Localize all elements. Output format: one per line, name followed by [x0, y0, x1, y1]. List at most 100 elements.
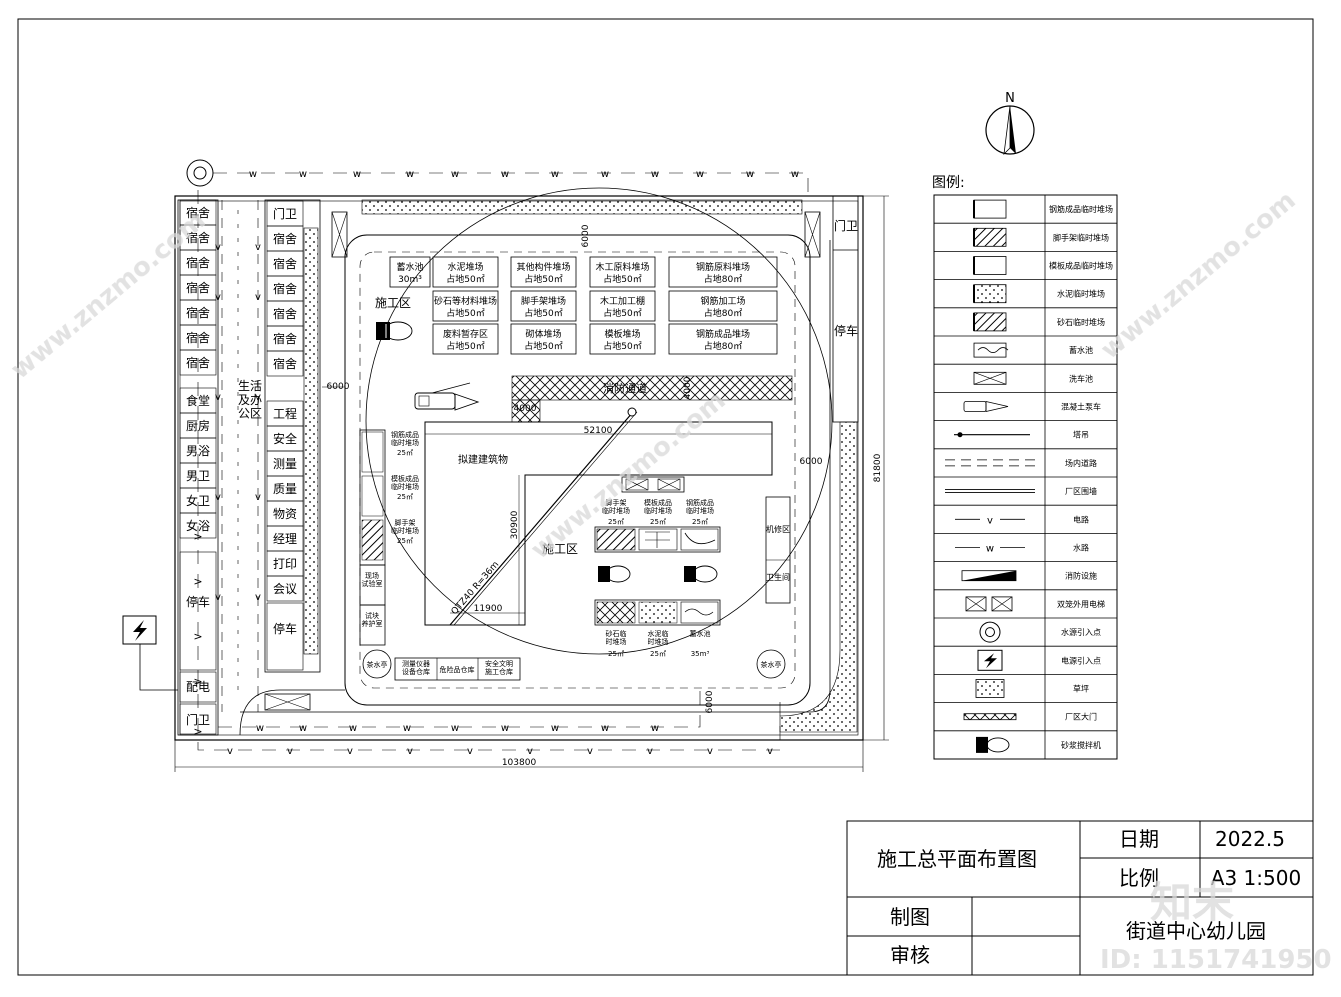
sample-curing-room: 试块养护室 — [362, 611, 383, 628]
bottom-warehouses: 测量仪器设备仓库危险品仓库安全文明施工仓库 — [394, 657, 521, 681]
dim-6000-bottom: 6000 — [705, 690, 715, 713]
top-yard-1-area: 30m³ — [398, 275, 422, 285]
legend-label-17: 电源引入点 — [1061, 655, 1101, 665]
cement-pile-icon — [638, 601, 678, 624]
power-line-mark-2: v — [287, 746, 293, 757]
power-line-mark-v-2-5: v — [255, 592, 261, 603]
date-label: 日期 — [1119, 827, 1159, 851]
checked-by-label: 审核 — [890, 943, 930, 967]
fire-lane — [511, 375, 793, 401]
bottom-yard-2-area: 25㎡ — [650, 650, 666, 658]
water-line-mark-7: w — [551, 169, 559, 180]
tower-crane-icon — [954, 432, 1030, 438]
water-line-mark-8: w — [601, 169, 609, 180]
power-line-mark-v-1-5: v — [215, 592, 221, 603]
service-room-6: 女浴 — [186, 518, 210, 533]
date-value: 2022.5 — [1215, 827, 1285, 851]
fire-lane-label: 消防通道 — [603, 381, 647, 395]
mortar-mixer-icon — [976, 736, 1010, 753]
legend-label-18: 草坪 — [1073, 684, 1089, 694]
right-parking: 停车 — [834, 323, 858, 338]
formwork-pile-icon — [638, 528, 678, 551]
arrow-mark-4: > — [193, 630, 202, 643]
dim-30900: 30900 — [510, 510, 520, 539]
water-line-mark-b-7: w — [551, 723, 559, 734]
watermark: 知末 ID: 1151741950 www.znzmo.com www.znzm… — [5, 185, 1331, 975]
water-line-mark-b-1: w — [256, 723, 264, 734]
power-line-mark-v-2-1: v — [255, 242, 261, 253]
cement-pile-icon — [973, 284, 1007, 304]
construction-zone-1: 施工区 — [375, 296, 411, 310]
top-yard-8-name: 木工加工棚 — [600, 295, 645, 307]
service-room-5: 女卫 — [186, 493, 210, 508]
left-yard-2-name: 模板成品临时堆场 — [391, 474, 419, 491]
legend-label-2: 脚手架临时堆场 — [1053, 232, 1109, 242]
power-inlet-icon — [122, 615, 178, 691]
legend-table: 钢筋成品临时堆场脚手架临时堆场模板成品临时堆场水泥临时堆场砂石临时堆场蓄水池洗车… — [933, 194, 1118, 760]
top-yard-9-area: 占地80㎡ — [704, 307, 742, 319]
double-cage-elevator-icon — [621, 476, 685, 493]
dim-4000-a: 4000 — [514, 404, 537, 414]
drawing-title: 施工总平面布置图 — [877, 847, 1037, 871]
office-room-4: 质量 — [273, 482, 297, 496]
site-boundary — [174, 195, 864, 741]
legend-label-19: 厂区大门 — [1065, 712, 1097, 722]
arrow-mark-2: > — [193, 675, 202, 688]
power-line-mark-4: v — [407, 746, 413, 757]
water-line-mark-11: w — [746, 169, 754, 180]
watermark-site-3: www.znzmo.com — [1095, 185, 1301, 365]
living-office-zone: 生活及办公区 — [238, 379, 262, 421]
power-line-mark-v-1-3: v — [215, 392, 221, 403]
top-yard-13-area: 占地80㎡ — [704, 340, 742, 352]
top-yard-8-area: 占地50㎡ — [603, 307, 641, 319]
top-yard-3-name: 其他构件堆场 — [516, 261, 570, 273]
mid-top-room-6: 宿舍 — [273, 331, 297, 346]
dim-52100: 52100 — [584, 426, 613, 436]
power-line-mark-v-1-1: v — [215, 242, 221, 253]
office-room-1: 工程 — [273, 406, 297, 421]
legend-label-6: 蓄水池 — [1069, 345, 1093, 355]
office-room-6: 经理 — [273, 532, 297, 546]
legend-label-16: 水源引入点 — [1061, 627, 1101, 637]
legend-label-8: 混凝土泵车 — [1061, 402, 1101, 412]
mid-top-room-1: 门卫 — [273, 206, 297, 221]
bottom-yard-3-area: 35m³ — [691, 650, 710, 658]
hazmat-warehouse: 危险品仓库 — [440, 665, 475, 674]
formwork-pile-icon — [973, 256, 1007, 275]
scaffold-pile-icon — [973, 227, 1007, 247]
top-yard-2-area: 占地50㎡ — [446, 273, 484, 285]
dorm-left-2: 宿舍 — [186, 230, 210, 245]
site-road — [344, 234, 811, 706]
arrow-mark-5: > — [193, 725, 202, 738]
lawn-left — [303, 227, 319, 655]
power-inlet-icon — [977, 649, 1003, 671]
arrow-mark-3: > — [193, 530, 202, 543]
top-yard-11-name: 砌体堆场 — [525, 328, 561, 340]
dim-6000-top: 6000 — [581, 224, 591, 247]
drawn-by-label: 制图 — [890, 905, 930, 929]
office-room-5: 物资 — [273, 507, 297, 521]
power-line-mark-v-2-3: v — [255, 392, 261, 403]
office-room-7: 打印 — [273, 557, 297, 571]
bottom-yard-1-name: 砂石临时堆场 — [606, 629, 627, 646]
water-line-mark-3: w — [353, 169, 361, 180]
bottom-yard-2-name: 水泥临时堆场 — [648, 629, 669, 646]
dim-81800: 81800 — [873, 453, 883, 482]
survey-warehouse: 测量仪器设备仓库 — [402, 660, 430, 676]
legend-label-20: 砂浆搅拌机 — [1061, 740, 1101, 750]
mortar-mixer-icon — [376, 321, 413, 341]
building-label: 拟建建筑物 — [458, 453, 508, 466]
water-line-mark-b-6: w — [501, 723, 509, 734]
water-line-mark-b-9: w — [651, 723, 659, 734]
washroom: 卫生间 — [766, 572, 790, 582]
power-line-mark-3: v — [347, 746, 353, 757]
legend-label-12: 电路 — [1073, 514, 1089, 524]
drawing-frame — [17, 18, 1314, 976]
water-line-mark-b-3: w — [349, 723, 357, 734]
office-room-3: 测量 — [273, 457, 297, 471]
watermark-site-1: www.znzmo.com — [5, 205, 211, 385]
